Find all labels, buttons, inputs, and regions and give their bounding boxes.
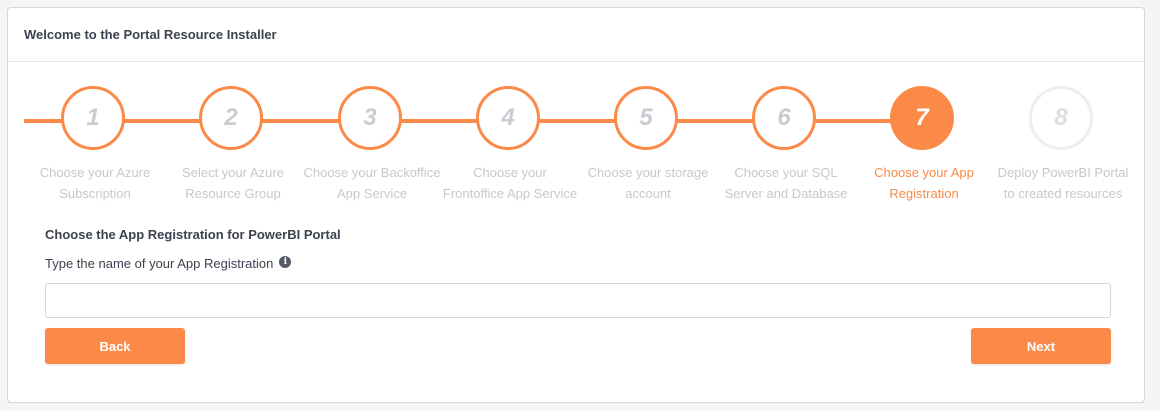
page-title: Welcome to the Portal Resource Installer [24,27,277,42]
app-registration-input[interactable] [45,283,1111,318]
step-circle: 8 [1029,86,1093,150]
form-title: Choose the App Registration for PowerBI … [45,227,341,242]
card-header: Welcome to the Portal Resource Installer [8,8,1144,62]
progress-track [24,119,922,123]
step-circle: 1 [61,86,125,150]
step-circle: 3 [338,86,402,150]
back-button[interactable]: Back [45,328,185,364]
field-label-text: Type the name of your App Registration [45,256,274,271]
step-circle: 7 [890,86,954,150]
installer-card: Welcome to the Portal Resource Installer… [7,7,1145,403]
info-icon[interactable]: i [279,255,292,268]
step-circle: 4 [476,86,540,150]
next-button[interactable]: Next [971,328,1111,364]
step-circle: 2 [199,86,263,150]
step-circle: 6 [752,86,816,150]
step-circle: 5 [614,86,678,150]
app-registration-label: Type the name of your App Registration i [45,255,292,271]
